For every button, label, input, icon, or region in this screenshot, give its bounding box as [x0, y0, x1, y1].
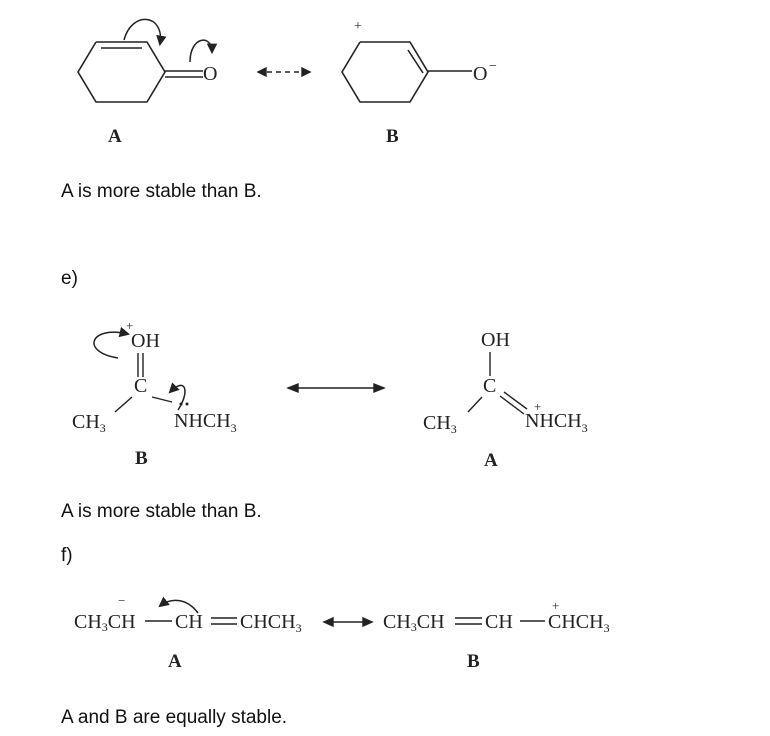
stability-statement: A is more stable than B.: [61, 501, 262, 522]
positive-charge: +: [126, 318, 133, 333]
methylamino-group: NHCH3: [525, 410, 588, 435]
structure-label: B: [135, 448, 148, 469]
section-heading: f): [61, 545, 73, 566]
curved-arrow-icon: [168, 382, 186, 411]
positive-charge: +: [354, 19, 362, 34]
section-heading: e): [61, 268, 78, 289]
structure-label: A: [484, 450, 498, 471]
positive-charge: +: [534, 399, 541, 414]
structure-label: B: [386, 126, 399, 147]
hydroxyl-group: OH: [131, 330, 160, 352]
negative-charge: −: [489, 59, 497, 74]
carbon-atom: C: [483, 375, 496, 397]
curved-arrow-icon: [158, 596, 199, 614]
svg-text:CH: CH: [485, 611, 513, 633]
methyl-group: CH3: [72, 411, 106, 435]
curved-arrow-icon: [93, 326, 131, 359]
svg-text:CHCH3: CHCH3: [240, 611, 302, 635]
resonance-arrow-icon: [256, 66, 312, 78]
resonance-arrow-icon: [322, 616, 374, 628]
structure-label: B: [467, 651, 480, 672]
positive-charge: +: [552, 598, 559, 613]
stability-statement: A is more stable than B.: [61, 181, 262, 202]
structure-label: A: [108, 126, 122, 147]
carbon-atom: C: [134, 375, 147, 397]
methyl-group: CH3: [423, 412, 457, 436]
negative-charge: −: [118, 593, 125, 608]
curved-arrow-icon: [189, 39, 218, 63]
curved-arrow-icon: [123, 18, 167, 47]
cyclohexenone-ring: [77, 41, 203, 103]
stability-statement: A and B are equally stable.: [61, 707, 288, 728]
structure-label: A: [168, 651, 182, 672]
svg-text:CHCH3: CHCH3: [548, 611, 610, 635]
hydroxyl-group: OH: [481, 329, 510, 351]
cyclohexene-ring: [341, 41, 472, 103]
svg-text:CH: CH: [175, 611, 203, 633]
chain-left: CH3CH: [74, 611, 136, 634]
svg-text:CH3CH: CH3CH: [383, 611, 445, 634]
methylamino-group: NHCH3: [174, 410, 237, 435]
oxygen-atom: O: [473, 63, 487, 85]
resonance-arrow-icon: [286, 382, 386, 394]
oxygen-atom: O: [203, 63, 217, 85]
